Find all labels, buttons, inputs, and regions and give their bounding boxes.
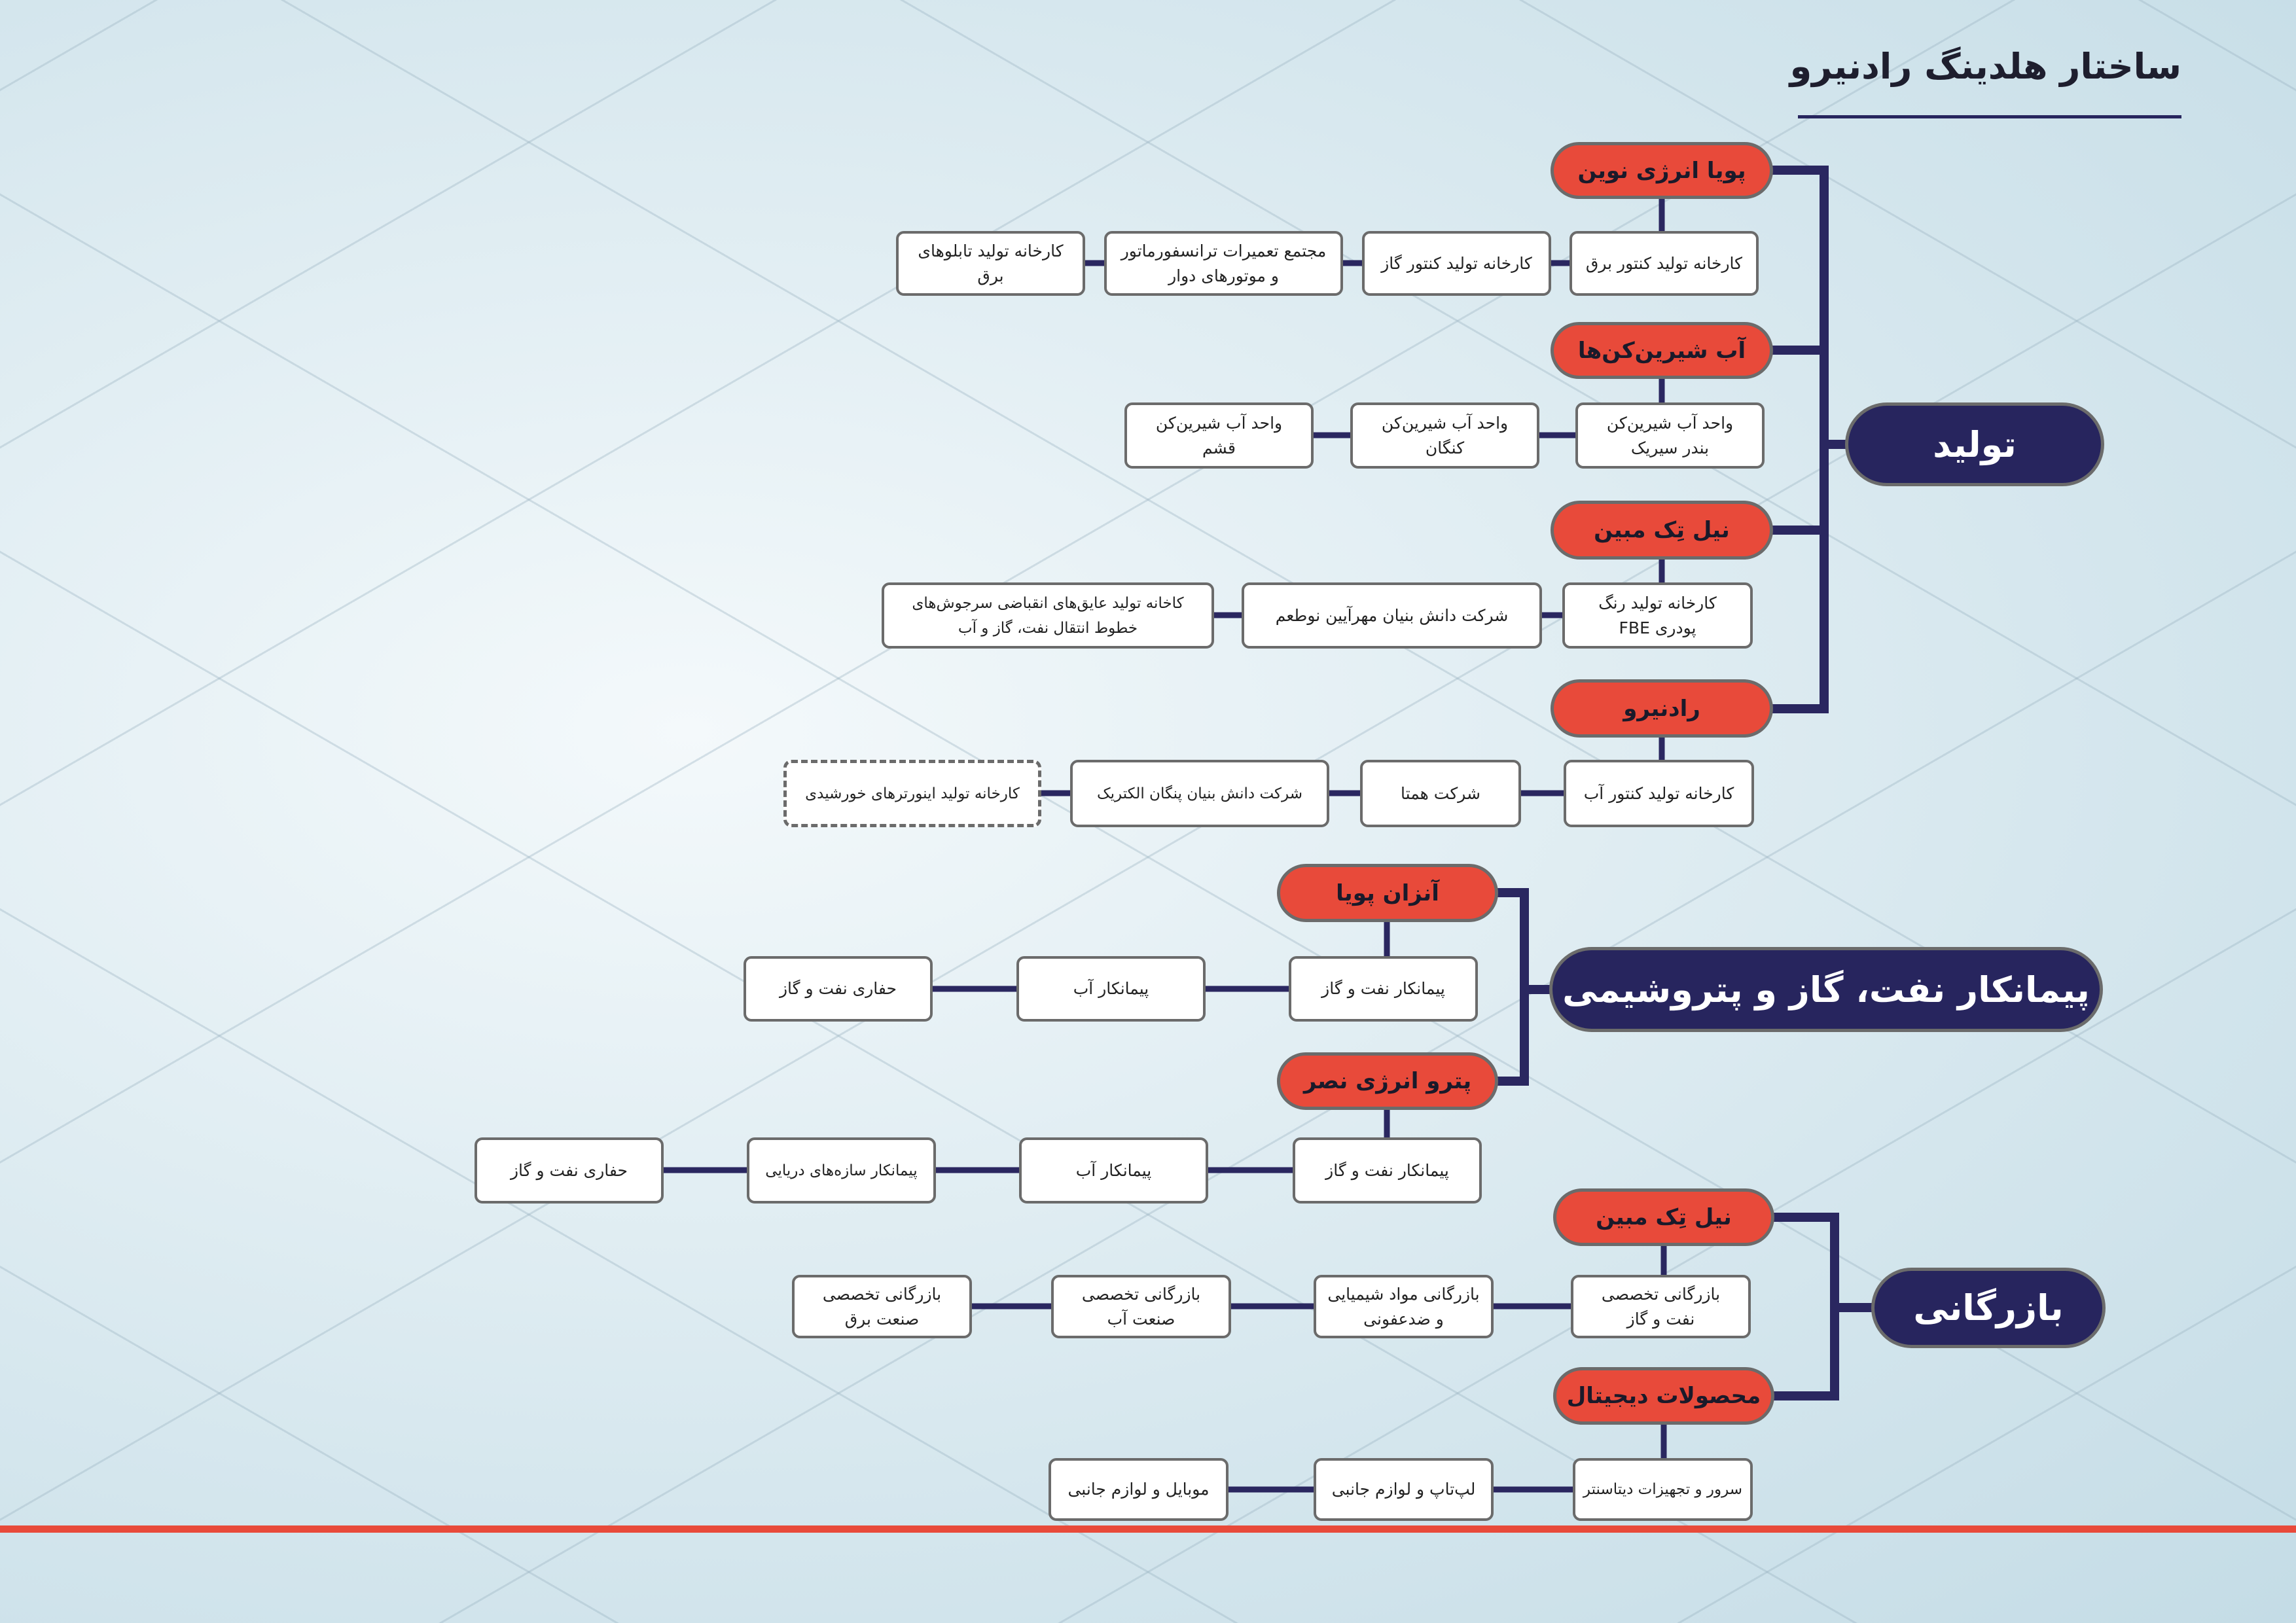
unit-box: موبایل و لوازم جانبی: [1049, 1458, 1229, 1521]
category-production: تولید: [1845, 402, 2104, 486]
company-niltek: نیل تِک مبین: [1551, 501, 1773, 560]
unit-box: لپ‌تاپ و لوازم جانبی: [1314, 1458, 1494, 1521]
unit-box: واحد آب شیرین‌کن قشم: [1124, 402, 1314, 469]
page-title: ساختار هلدینگ رادنیرو: [1789, 46, 2181, 87]
unit-box: بازرگانی مواد شیمیایی و ضدعفونی: [1314, 1275, 1494, 1338]
unit-box: پیمانکار نفت و گاز: [1293, 1137, 1482, 1204]
unit-box: سرور و تجهیزات دیتاسنتر: [1573, 1458, 1753, 1521]
unit-box: حفاری نفت و گاز: [475, 1137, 664, 1204]
unit-box: واحد آب شیرین‌کن بندر سیریک: [1575, 402, 1765, 469]
unit-box: پیمانکار سازه‌های دریایی: [747, 1137, 936, 1204]
unit-box: شرکت دانش بنیان مهرآیین نوطعم: [1242, 582, 1542, 649]
unit-box: کارخانه تولید تابلوهای برق: [896, 231, 1085, 296]
company-niltek-trade: نیل تِک مبین: [1553, 1188, 1774, 1246]
unit-box: کارخانه تولید کنتور برق: [1570, 231, 1759, 296]
unit-box: کاخانه تولید عایق‌های انقباضی سرجوش‌های …: [882, 582, 1214, 649]
category-contractor: پیمانکار نفت، گاز و پتروشیمی: [1549, 947, 2103, 1032]
unit-box: مجتمع تعمیرات ترانسفورماتور و موتورهای د…: [1104, 231, 1343, 296]
company-digital: محصولات دیجیتال: [1553, 1367, 1774, 1425]
unit-box: کارخانه تولید رنگ پودری FBE: [1562, 582, 1753, 649]
unit-box: شرکت دانش بنیان پنگان الکتریک: [1070, 760, 1329, 827]
company-petro: پترو انرژی نصر: [1277, 1052, 1498, 1110]
footer-divider: [0, 1525, 2296, 1533]
unit-box: پیمانکار آب: [1019, 1137, 1208, 1204]
company-anzan: آنزان پویا: [1277, 864, 1498, 922]
unit-box: حفاری نفت و گاز: [744, 956, 933, 1022]
company-pouya: پویا انرژی نوین: [1551, 142, 1773, 199]
title-underline: [1798, 115, 2181, 118]
unit-box: بازرگانی تخصصی صنعت برق: [792, 1275, 972, 1338]
unit-box: پیمانکار نفت و گاز: [1289, 956, 1478, 1022]
unit-box: واحد آب شیرین‌کن کنگان: [1350, 402, 1539, 469]
company-desal: آب شیرین‌کن‌ها: [1551, 322, 1773, 379]
planned-unit-box: کارخانه تولید اینورترهای خورشیدی: [783, 760, 1041, 827]
unit-box: شرکت همتا: [1360, 760, 1521, 827]
unit-box: بازرگانی تخصصی نفت و گاز: [1571, 1275, 1751, 1338]
company-radniro: رادنیرو: [1551, 679, 1773, 738]
unit-box: پیمانکار آب: [1016, 956, 1206, 1022]
category-trade: بازرگانی: [1871, 1268, 2106, 1348]
unit-box: بازرگانی تخصصی صنعت آب: [1051, 1275, 1231, 1338]
unit-box: کارخانه تولید کنتور گاز: [1362, 231, 1551, 296]
unit-box: کارخانه تولید کنتور آب: [1564, 760, 1754, 827]
